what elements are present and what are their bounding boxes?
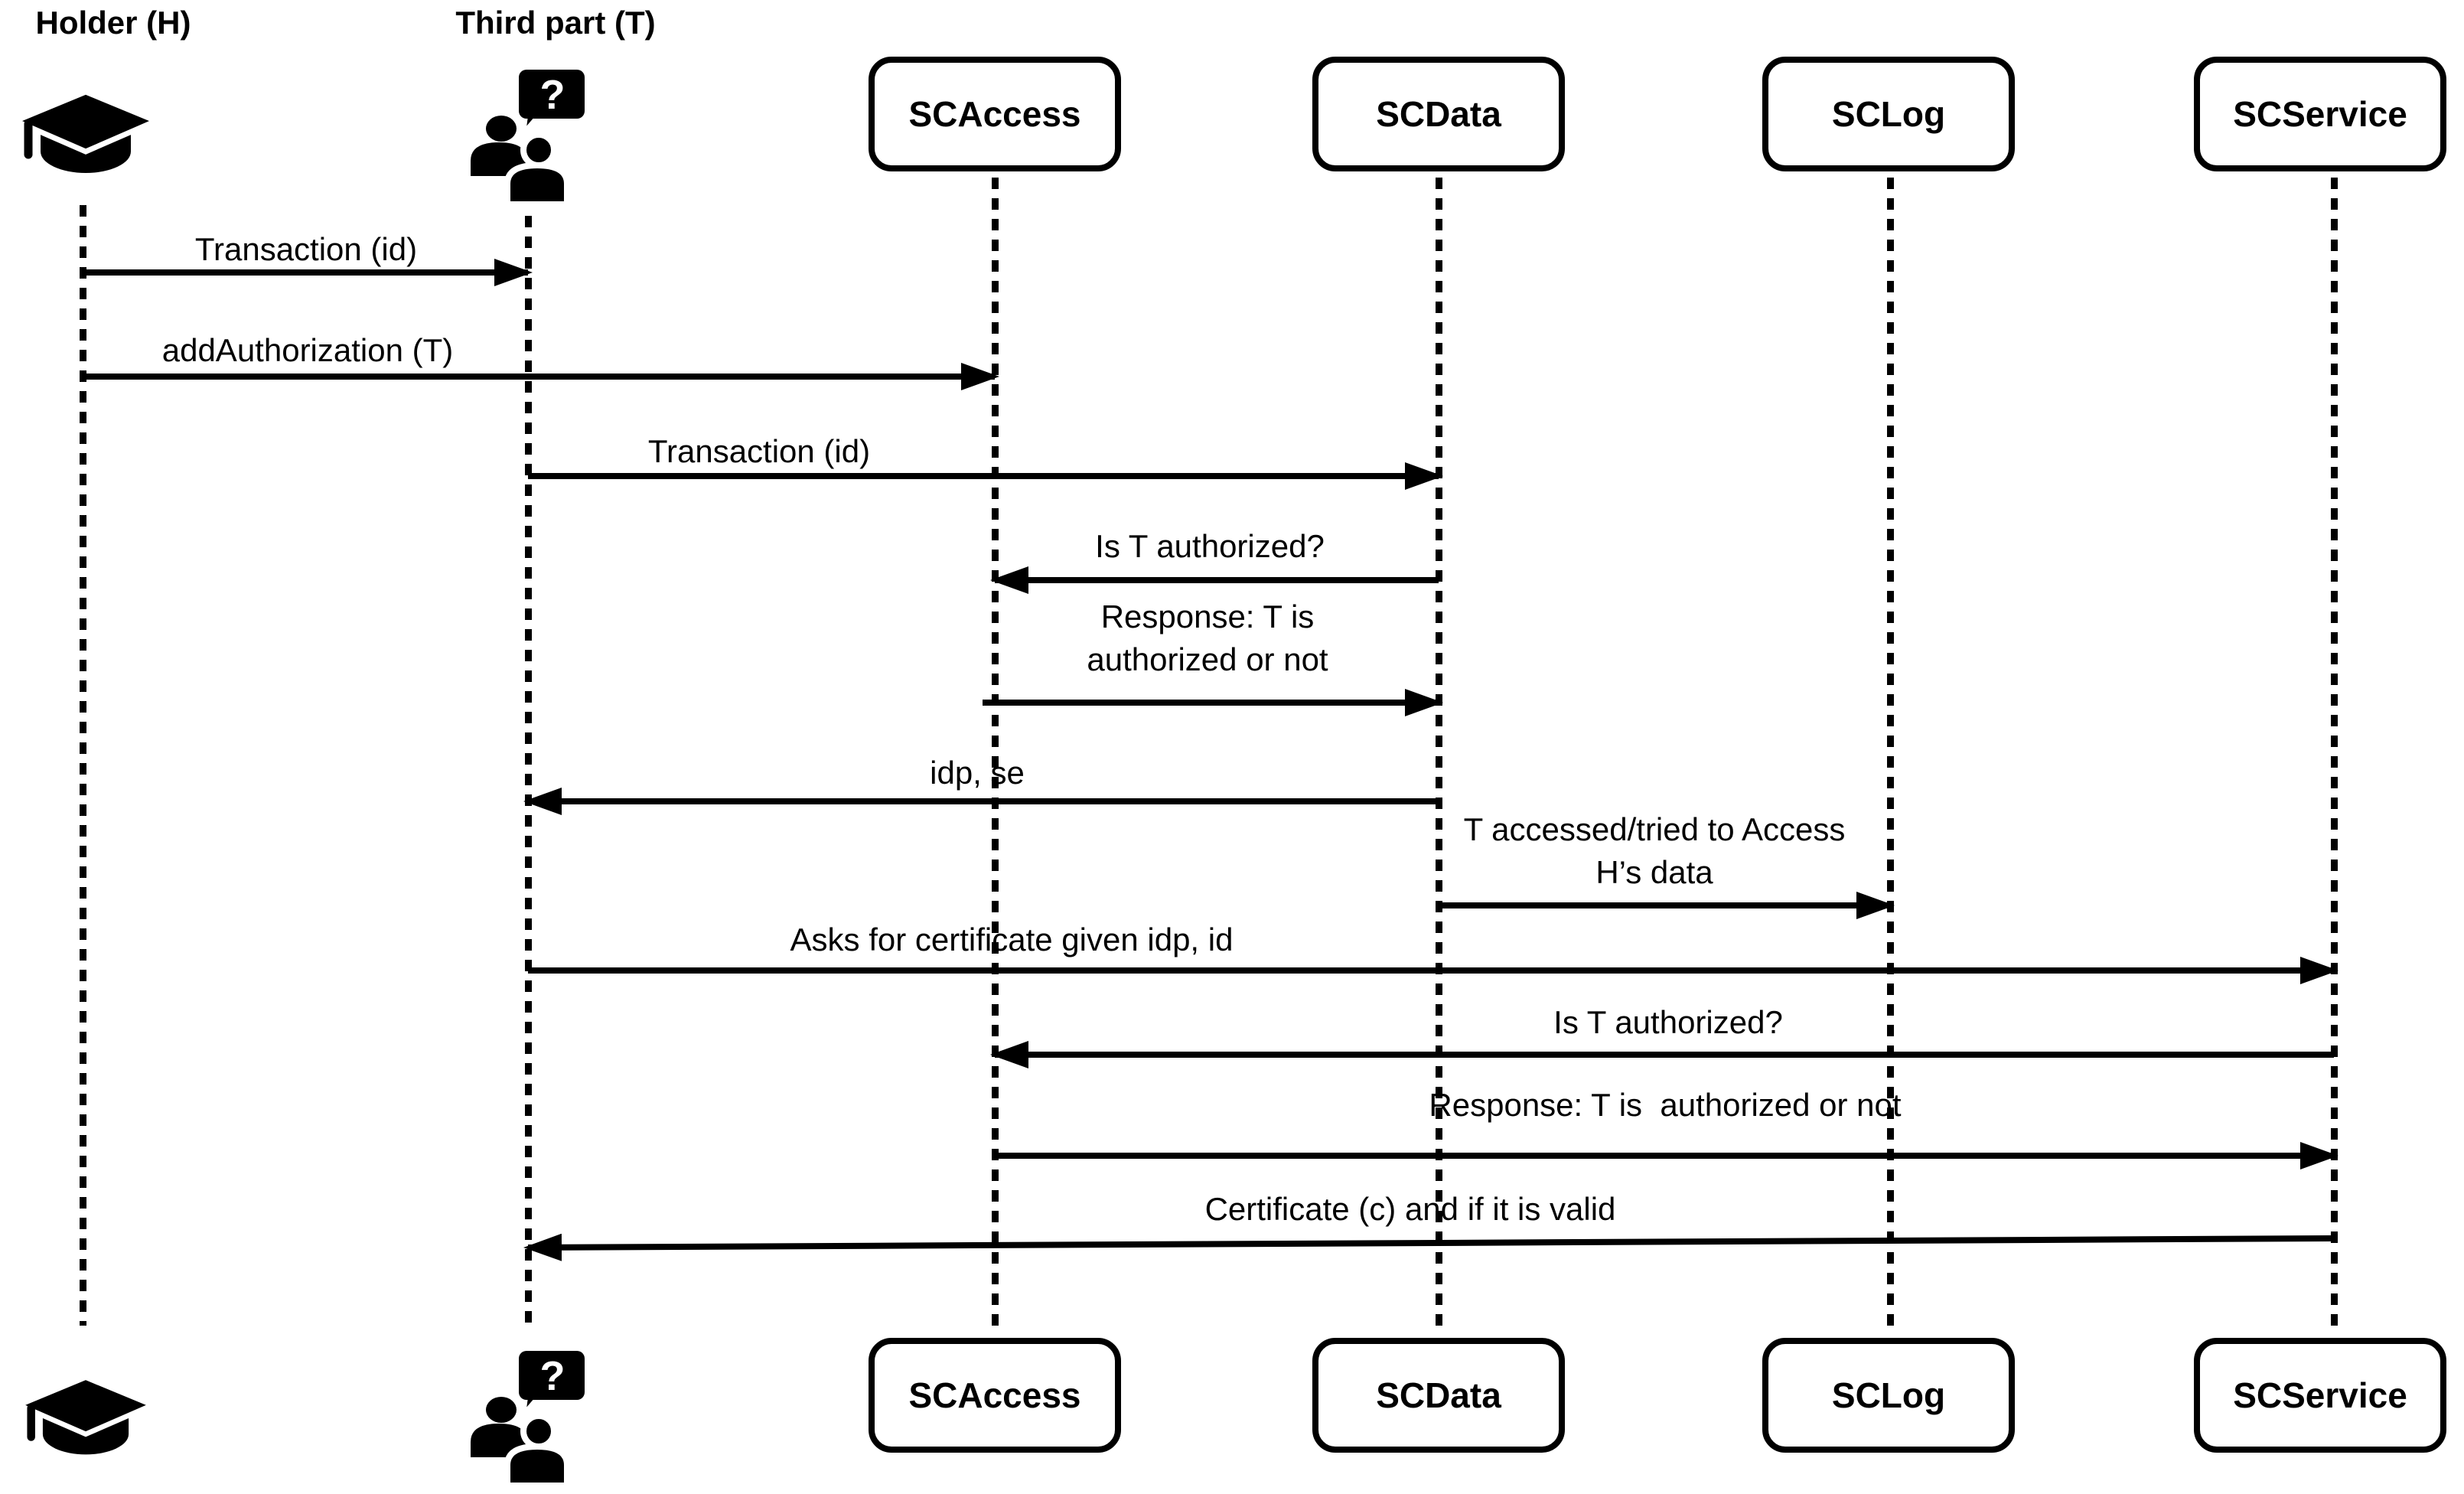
actor-box-scaccess-top: SCAccess [869, 57, 1121, 171]
people-question-icon-bottom: ? [468, 1347, 589, 1486]
actor-box-scdata-top: SCData [1312, 57, 1565, 171]
mortarboard [11, 89, 160, 155]
message-label-line: idp, se [930, 755, 1025, 791]
message-label-line: H’s data [1595, 854, 1713, 890]
speech-bubble [519, 70, 585, 119]
lifeline-sclog [1887, 178, 1894, 1335]
actor-box-scaccess-bottom: SCAccess [869, 1338, 1121, 1453]
speech-bubble [519, 1351, 585, 1400]
people-question-icon: ? [471, 1351, 585, 1486]
question-mark: ? [540, 72, 565, 118]
message-label-line: Transaction (id) [194, 231, 418, 267]
message-label-2: addAuthorization (T) [162, 329, 454, 372]
actor-box-sclog-top: SCLog [1762, 57, 2015, 171]
message-label-line: Response: T is [1100, 599, 1315, 634]
actor-box-scservice-top: SCService [2194, 57, 2446, 171]
message-label-line: Transaction (id) [647, 433, 871, 469]
lifeline-scaccess [992, 178, 999, 1335]
message-label-1: Transaction (id) [195, 228, 417, 271]
message-label-8: Asks for certificate given idp, id [790, 918, 1234, 961]
actor-label-holder: Holder (H) [35, 5, 191, 41]
actor-box-scservice-bottom: SCService [2194, 1338, 2446, 1453]
question-mark: ? [540, 1353, 565, 1399]
message-label-10: Response: T is authorized or not [1429, 1084, 1901, 1127]
lifeline-holder [80, 205, 86, 1326]
lifeline-scdata [1436, 178, 1442, 1335]
message-label-4: Is T authorized? [1095, 525, 1325, 568]
message-label-3: Transaction (id) [648, 430, 870, 473]
lifeline-third [525, 216, 532, 1328]
message-label-line: Certificate (c) and if it is valid [1204, 1191, 1616, 1227]
message-label-line: Is T authorized? [1095, 528, 1325, 564]
message-label-11: Certificate (c) and if it is valid [1205, 1188, 1616, 1231]
message-label-line: Is T authorized? [1553, 1004, 1783, 1040]
lifeline-scservice [2331, 178, 2338, 1335]
mortarboard [11, 1375, 160, 1437]
actor-label-third: Third part (T) [455, 5, 656, 41]
message-label-5: Response: T is authorized or not [1087, 595, 1328, 681]
message-label-9: Is T authorized? [1553, 1001, 1783, 1044]
message-label-line: T accessed/tried to Access [1463, 811, 1846, 847]
graduation-cap-icon [11, 89, 160, 173]
message-label-line: authorized or not [1087, 641, 1328, 677]
actor-box-scdata-bottom: SCData [1312, 1338, 1565, 1453]
actor-box-sclog-bottom: SCLog [1762, 1338, 2015, 1453]
message-label-line: Asks for certificate given idp, id [790, 922, 1234, 957]
message-arrow-11 [523, 1233, 2335, 1261]
message-label-6: idp, se [930, 752, 1025, 794]
graduation-cap-icon-bottom [11, 1372, 160, 1460]
people-question-icon-top: ? [468, 66, 589, 205]
graduation-cap-icon-top [11, 86, 160, 179]
person-front [504, 132, 570, 205]
person-front [504, 1413, 570, 1486]
people-question-icon: ? [471, 70, 585, 205]
message-label-line: Response: T is authorized or not [1429, 1087, 1902, 1123]
message-label-line: addAuthorization (T) [161, 332, 454, 368]
graduation-cap-icon [11, 1375, 160, 1455]
